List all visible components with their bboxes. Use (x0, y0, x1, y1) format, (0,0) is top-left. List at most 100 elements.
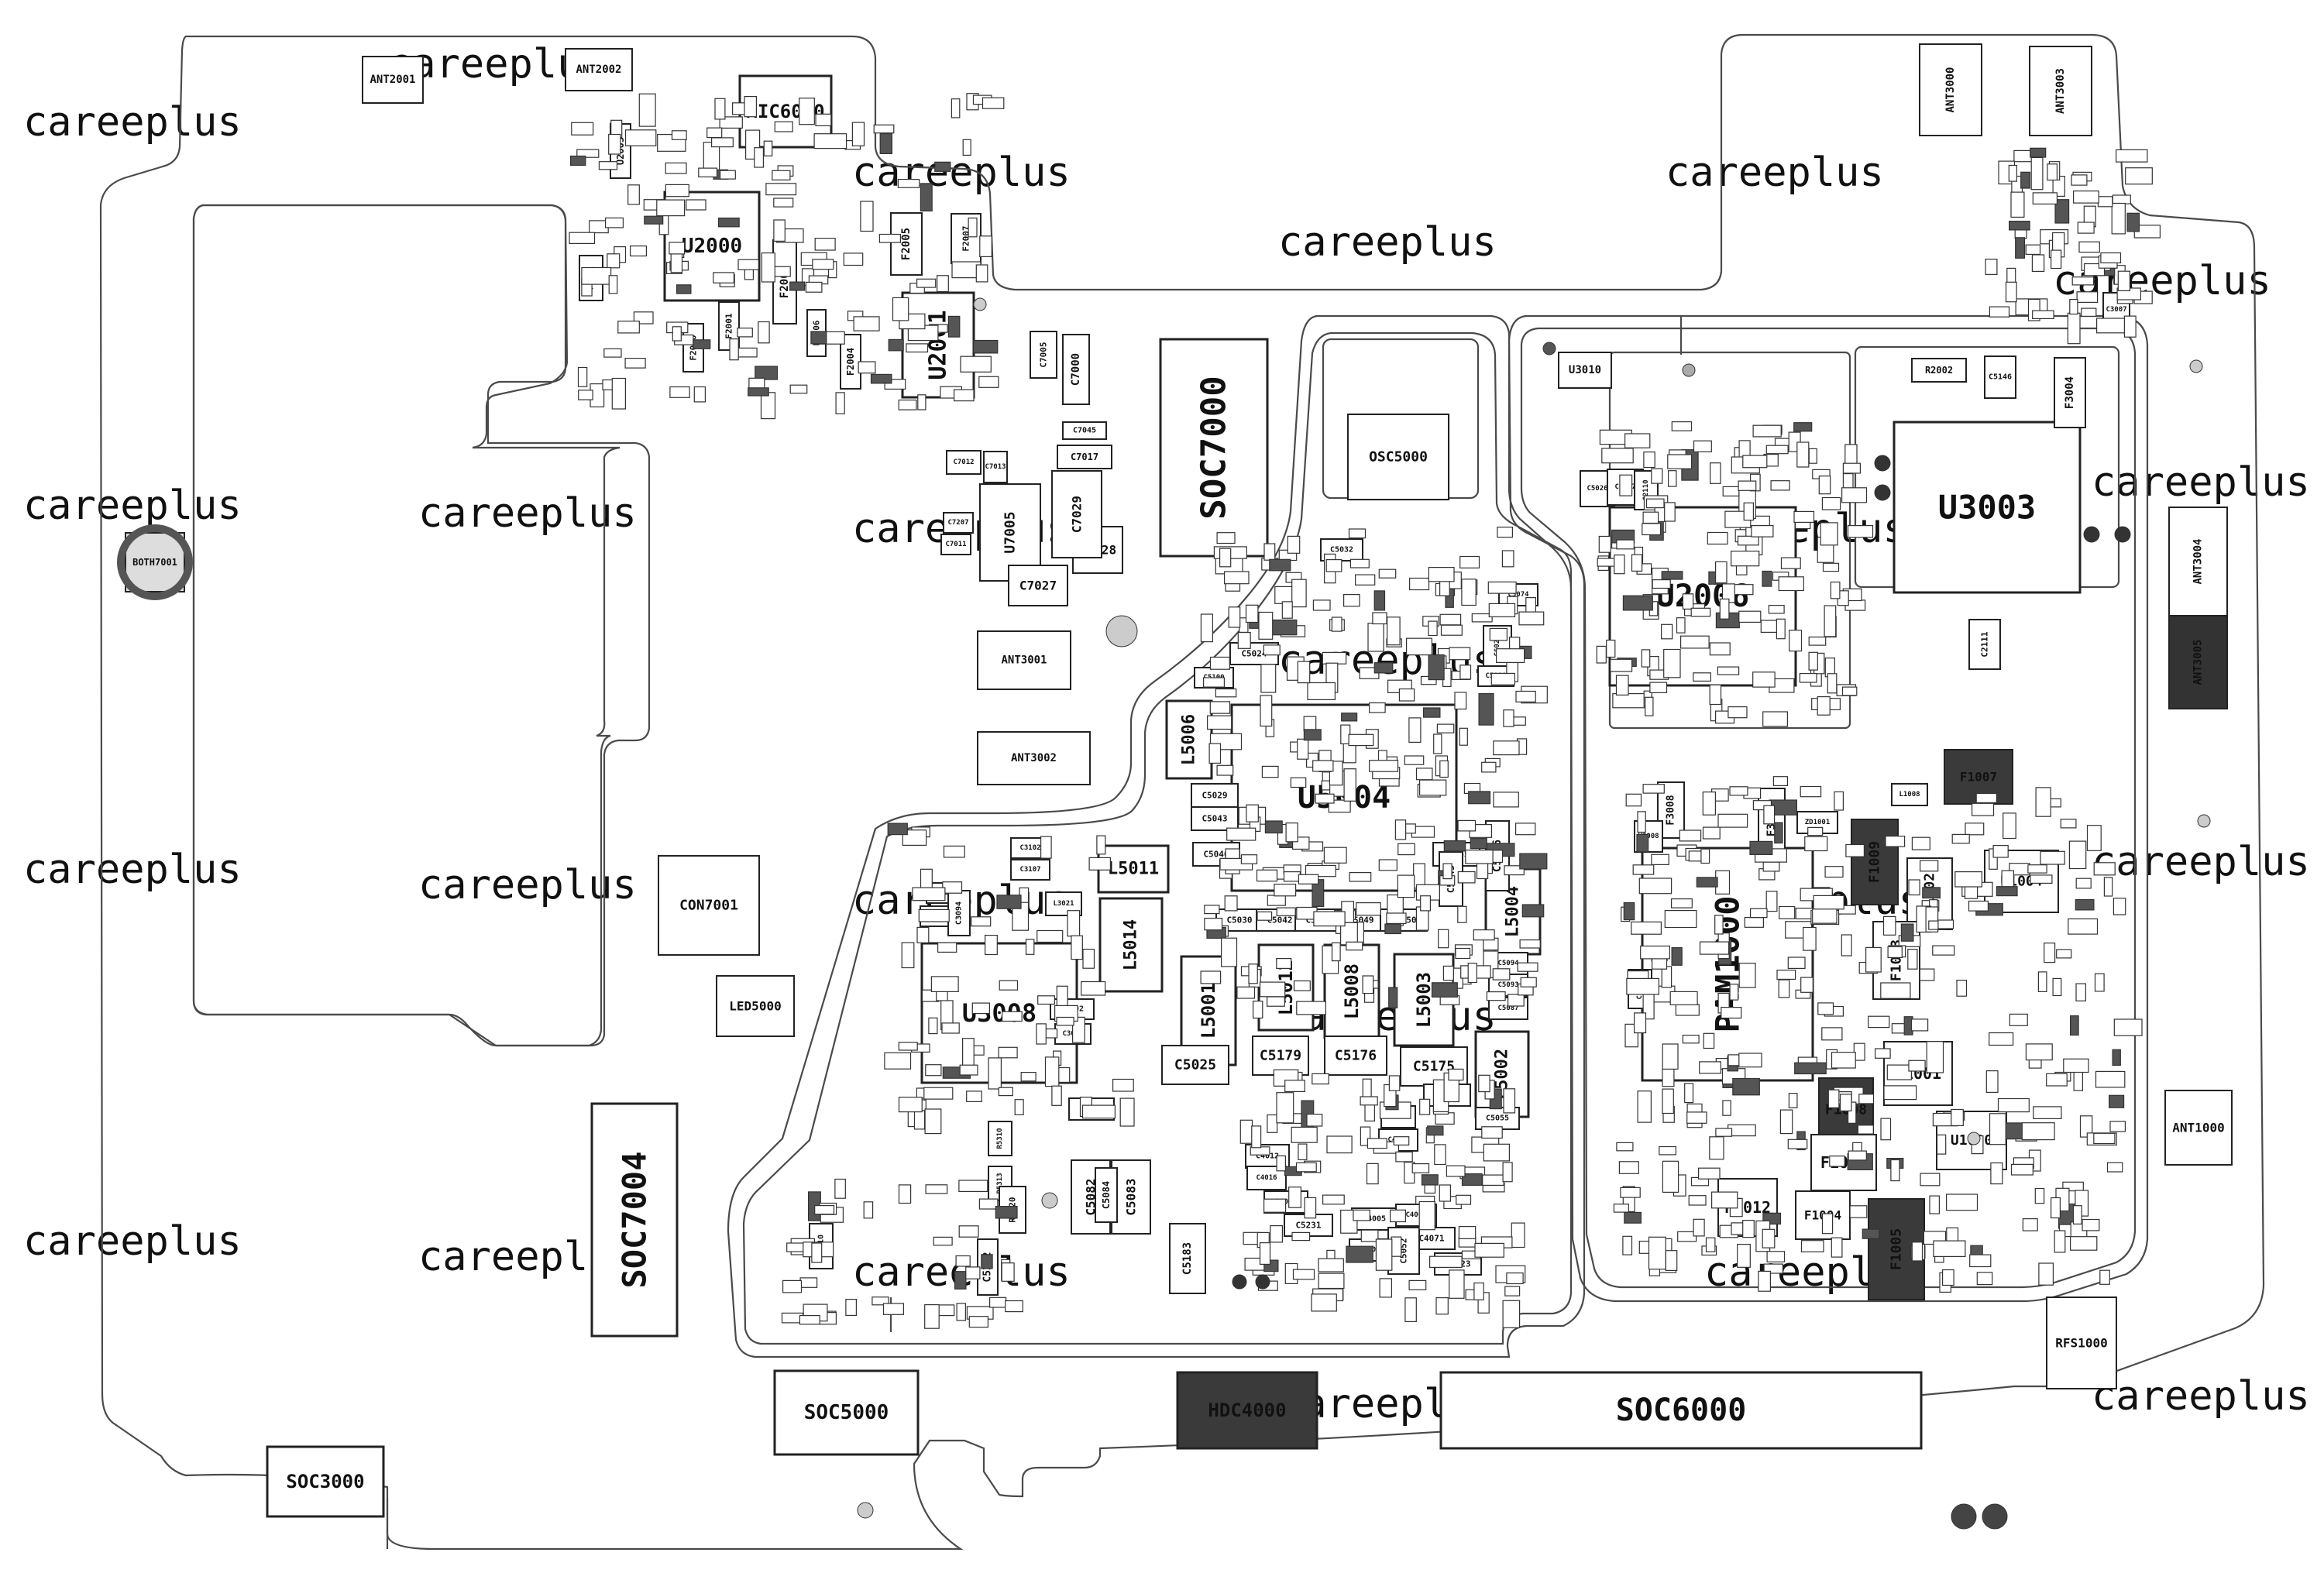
passive-component (1354, 574, 1376, 586)
passive-component (2068, 840, 2087, 870)
passive-component (627, 184, 640, 205)
passive-component (607, 253, 621, 269)
passive-component (2060, 819, 2077, 829)
component-u3010: U3010 (1558, 352, 1612, 389)
passive-component (1709, 642, 1731, 656)
component-soc3000: SOC3000 (266, 1445, 385, 1518)
passive-component (1025, 939, 1035, 955)
passive-component (2015, 237, 2026, 259)
passive-component (1742, 1219, 1755, 1238)
component-c7000: C7000 (1062, 334, 1090, 405)
svg-text:C5175: C5175 (1413, 1059, 1455, 1075)
passive-component (1848, 1101, 1857, 1124)
passive-component (670, 251, 683, 273)
passive-component (1204, 917, 1223, 931)
component-c7011: C7011 (940, 534, 971, 555)
component-f2007: F2007 (951, 213, 982, 264)
passive-component (1263, 644, 1281, 656)
component-c2111: C2111 (1968, 619, 2001, 670)
passive-component (1439, 1184, 1452, 1202)
passive-component (1743, 502, 1754, 521)
component-c7013: C7013 (983, 451, 1008, 483)
passive-component (1707, 531, 1728, 545)
passive-component (581, 266, 612, 285)
passive-component (1596, 645, 1607, 664)
passive-component (2009, 1013, 2028, 1026)
passive-component (1519, 939, 1541, 949)
passive-component (672, 326, 682, 342)
passive-component (1808, 651, 1818, 671)
passive-component (1223, 571, 1250, 585)
svg-text:F1009: F1009 (1867, 841, 1883, 883)
passive-component (706, 127, 723, 139)
passive-component (2046, 1073, 2068, 1087)
passive-component (1626, 977, 1659, 995)
passive-component (1343, 768, 1356, 802)
passive-component (1311, 1293, 1337, 1312)
passive-component (1486, 991, 1506, 1001)
passive-component (1824, 605, 1837, 637)
component-l5002: L5002 (1474, 1030, 1530, 1118)
passive-component (1622, 595, 1653, 611)
component-c7029: C7029 (1051, 470, 1102, 558)
passive-component (2073, 1070, 2084, 1091)
passive-component (1618, 1161, 1639, 1174)
passive-component (873, 124, 895, 134)
component-c7207: C7207 (943, 512, 974, 534)
passive-component (813, 133, 847, 149)
passive-component (2109, 1094, 2125, 1108)
passive-component (1276, 907, 1296, 916)
passive-component (1200, 970, 1222, 984)
passive-component (1942, 1269, 1954, 1286)
passive-component (1821, 496, 1841, 510)
passive-component (569, 155, 586, 166)
passive-component (917, 394, 927, 410)
passive-component (1690, 607, 1711, 617)
passive-component (1298, 874, 1319, 884)
svg-text:U3003: U3003 (1938, 489, 2036, 527)
passive-component (1391, 1236, 1402, 1257)
passive-component (1448, 1068, 1464, 1081)
component-rfs1000: RFS1000 (2046, 1297, 2117, 1389)
svg-text:SOC3000: SOC3000 (286, 1471, 364, 1492)
component-ant3004: ANT3004 (2168, 507, 2228, 616)
passive-component (1813, 895, 1844, 910)
passive-component (1827, 673, 1838, 694)
passive-component (1291, 1126, 1318, 1143)
passive-component (2111, 202, 2126, 235)
passive-component (624, 358, 646, 369)
passive-component (1645, 498, 1665, 509)
passive-component (1880, 1118, 1892, 1141)
passive-component (693, 339, 711, 349)
passive-component (1664, 909, 1697, 929)
passive-component (845, 1298, 858, 1316)
passive-component (1455, 947, 1471, 960)
passive-component (1738, 610, 1762, 623)
passive-component (1824, 866, 1844, 878)
passive-component (968, 217, 978, 238)
passive-component (1356, 902, 1381, 916)
passive-component (1640, 945, 1670, 960)
passive-component (1661, 966, 1673, 988)
passive-component (754, 147, 764, 168)
passive-component (1493, 740, 1520, 756)
component-f2001: F2001 (718, 301, 740, 351)
passive-component (1989, 1032, 2014, 1046)
passive-component (2079, 1115, 2093, 1138)
passive-component (2051, 1197, 2061, 1219)
passive-component (2022, 1218, 2038, 1231)
passive-component (1868, 1015, 1890, 1029)
passive-component (1378, 568, 1397, 579)
passive-component (2068, 918, 2099, 935)
svg-text:C5074: C5074 (1508, 591, 1529, 599)
passive-component (1471, 613, 1493, 623)
component-ant2001: ANT2001 (362, 56, 424, 104)
passive-component (1616, 539, 1635, 550)
svg-text:C7017: C7017 (1071, 452, 1098, 462)
test-pad (1682, 363, 1696, 377)
test-pad (1255, 1274, 1270, 1290)
component-c5146: C5146 (1984, 355, 2016, 399)
passive-component (1353, 1209, 1370, 1221)
passive-component (571, 122, 594, 136)
passive-component (1388, 987, 1398, 1008)
